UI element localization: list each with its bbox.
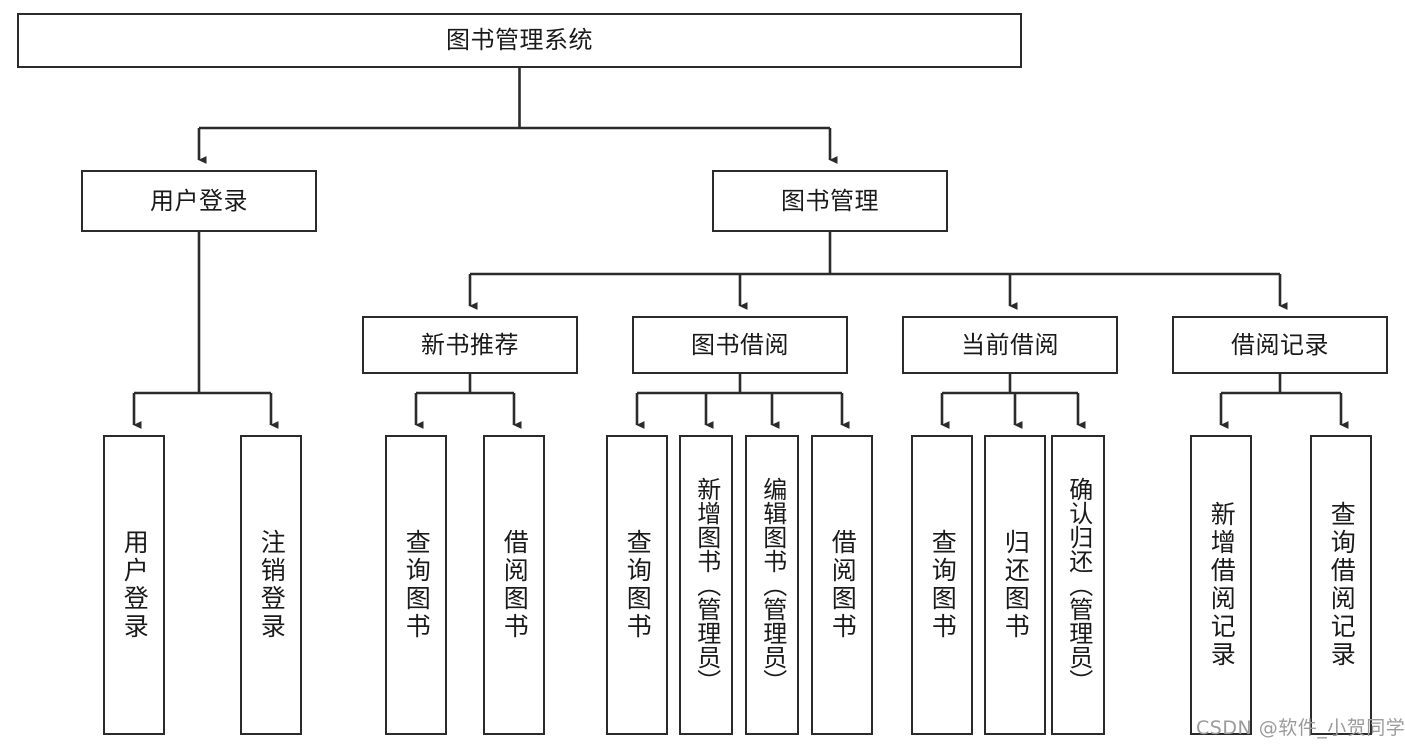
- node-label: 新增借阅记录: [1207, 501, 1237, 669]
- node-label: 图书管理: [781, 186, 879, 215]
- node-leaf-query-book-1: 查询图书: [385, 435, 447, 735]
- node-leaf-query-record: 查询借阅记录: [1310, 435, 1372, 735]
- node-label: 编辑图书（管理员）: [758, 477, 787, 693]
- node-leaf-return-book: 归还图书: [984, 435, 1046, 735]
- node-leaf-logout: 注销登录: [240, 435, 302, 735]
- node-label: 查询图书: [623, 529, 653, 641]
- node-label: 确认归还（管理员）: [1064, 477, 1093, 693]
- node-label: 查询图书: [402, 529, 432, 641]
- node-label: 借阅图书: [828, 529, 858, 641]
- node-leaf-query-book-3: 查询图书: [911, 435, 973, 735]
- node-label: 注销登录: [257, 529, 287, 641]
- node-l2-user-login: 用户登录: [81, 170, 317, 232]
- node-label: 新增图书（管理员）: [692, 477, 721, 693]
- watermark: CSDN @软件_小贺同学: [1196, 717, 1405, 739]
- node-l3-current-borrow: 当前借阅: [902, 316, 1118, 374]
- node-label: 用户登录: [120, 529, 150, 641]
- node-label: 图书借阅: [691, 330, 789, 359]
- node-label: 查询图书: [928, 529, 958, 641]
- node-label: 借阅记录: [1231, 330, 1329, 359]
- node-l3-new-book-rec: 新书推荐: [362, 316, 578, 374]
- node-leaf-edit-book: 编辑图书（管理员）: [745, 435, 799, 735]
- node-leaf-query-book-2: 查询图书: [606, 435, 668, 735]
- node-leaf-add-record: 新增借阅记录: [1190, 435, 1252, 735]
- node-leaf-confirm-return: 确认归还（管理员）: [1051, 435, 1105, 735]
- node-label: 新书推荐: [421, 330, 519, 359]
- node-leaf-borrow-book-2: 借阅图书: [811, 435, 873, 735]
- node-l3-book-borrow: 图书借阅: [632, 316, 848, 374]
- node-label: 查询借阅记录: [1327, 501, 1357, 669]
- node-leaf-borrow-book-1: 借阅图书: [483, 435, 545, 735]
- node-label: 图书管理系统: [446, 26, 593, 55]
- node-l3-borrow-record: 借阅记录: [1172, 316, 1388, 374]
- node-leaf-add-book: 新增图书（管理员）: [679, 435, 733, 735]
- node-label: 用户登录: [150, 186, 248, 215]
- node-label: 借阅图书: [500, 529, 530, 641]
- node-l2-book-manage: 图书管理: [712, 170, 948, 232]
- node-root: 图书管理系统: [17, 13, 1022, 68]
- node-label: 当前借阅: [961, 330, 1059, 359]
- node-label: 归还图书: [1001, 529, 1031, 641]
- node-leaf-user-login: 用户登录: [103, 435, 165, 735]
